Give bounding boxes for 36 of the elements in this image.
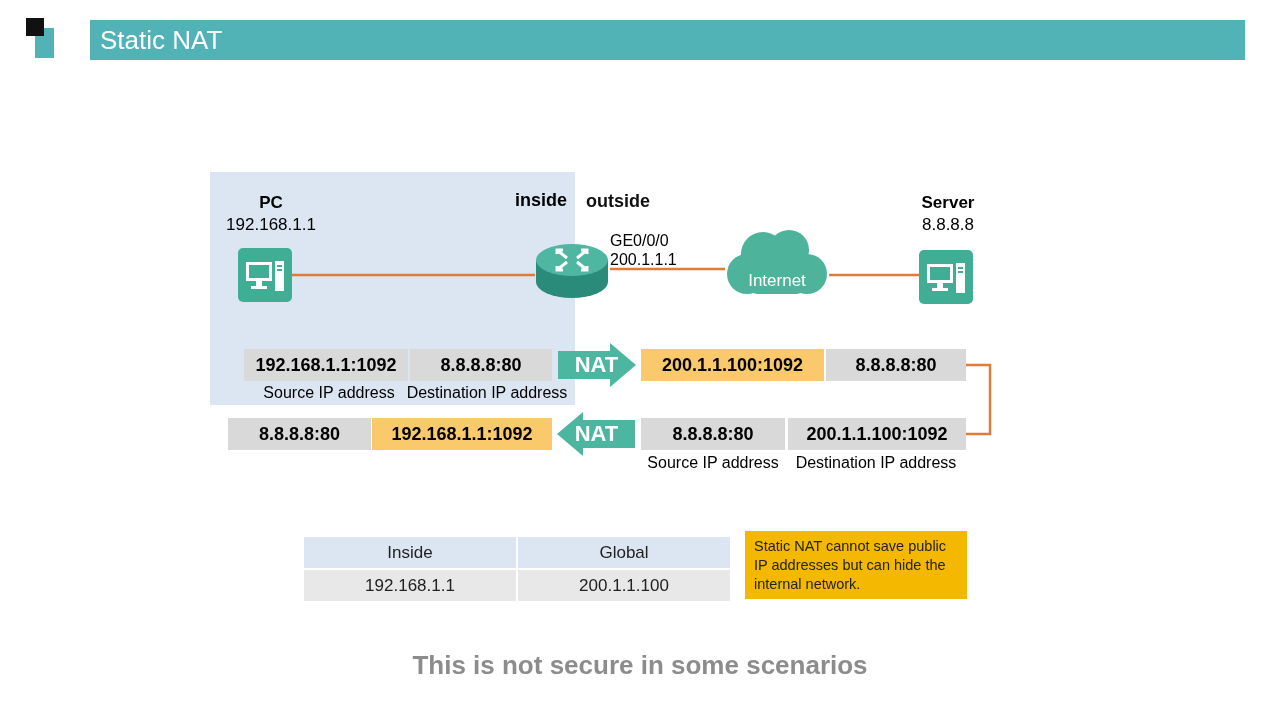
title-bar: Static NAT bbox=[90, 20, 1245, 60]
note-callout: Static NAT cannot save public IP addresses but can hide the internal network. bbox=[745, 531, 967, 599]
nat-arrow bbox=[558, 343, 636, 387]
ip-address: 192.168.1.1 bbox=[225, 214, 317, 236]
address-cell: 200.1.1.100:1092 bbox=[641, 349, 824, 381]
edge-label: NAT bbox=[573, 421, 620, 447]
field-caption: Source IP address bbox=[646, 454, 780, 472]
address-cell: 200.1.1.100:1092 bbox=[788, 418, 966, 450]
address-cell: 8.8.8.8:80 bbox=[228, 418, 371, 450]
device-name: Server bbox=[920, 192, 976, 214]
zone-label: inside bbox=[515, 190, 567, 211]
field-caption: Destination IP address bbox=[405, 384, 569, 402]
cloud-label: Internet bbox=[747, 271, 807, 291]
interface-label: GE0/0/0 bbox=[610, 232, 669, 250]
table-header: Global bbox=[518, 537, 730, 568]
nat-arrow bbox=[557, 412, 635, 456]
ip-address: 8.8.8.8 bbox=[921, 214, 975, 236]
address-cell: 8.8.8.8:80 bbox=[410, 349, 552, 381]
link-line bbox=[966, 363, 992, 436]
interface-label: 200.1.1.1 bbox=[610, 251, 677, 269]
table-header: Inside bbox=[304, 537, 516, 568]
inside-zone bbox=[210, 172, 575, 405]
table-cell: 192.168.1.1 bbox=[304, 570, 516, 601]
address-cell: 8.8.8.8:80 bbox=[826, 349, 966, 381]
footnote: This is not secure in some scenarios bbox=[411, 649, 869, 682]
zone-label: outside bbox=[586, 190, 651, 212]
link-line bbox=[292, 273, 535, 277]
table-cell: 200.1.1.100 bbox=[518, 570, 730, 601]
edge-label: NAT bbox=[573, 352, 620, 378]
device-name: PC bbox=[258, 192, 284, 214]
address-cell: 192.168.1.1:1092 bbox=[372, 418, 552, 450]
link-line bbox=[829, 273, 919, 277]
field-caption: Destination IP address bbox=[794, 454, 958, 472]
address-cell: 8.8.8.8:80 bbox=[641, 418, 785, 450]
address-cell: 192.168.1.1:1092 bbox=[244, 349, 408, 381]
link-line bbox=[610, 267, 725, 271]
